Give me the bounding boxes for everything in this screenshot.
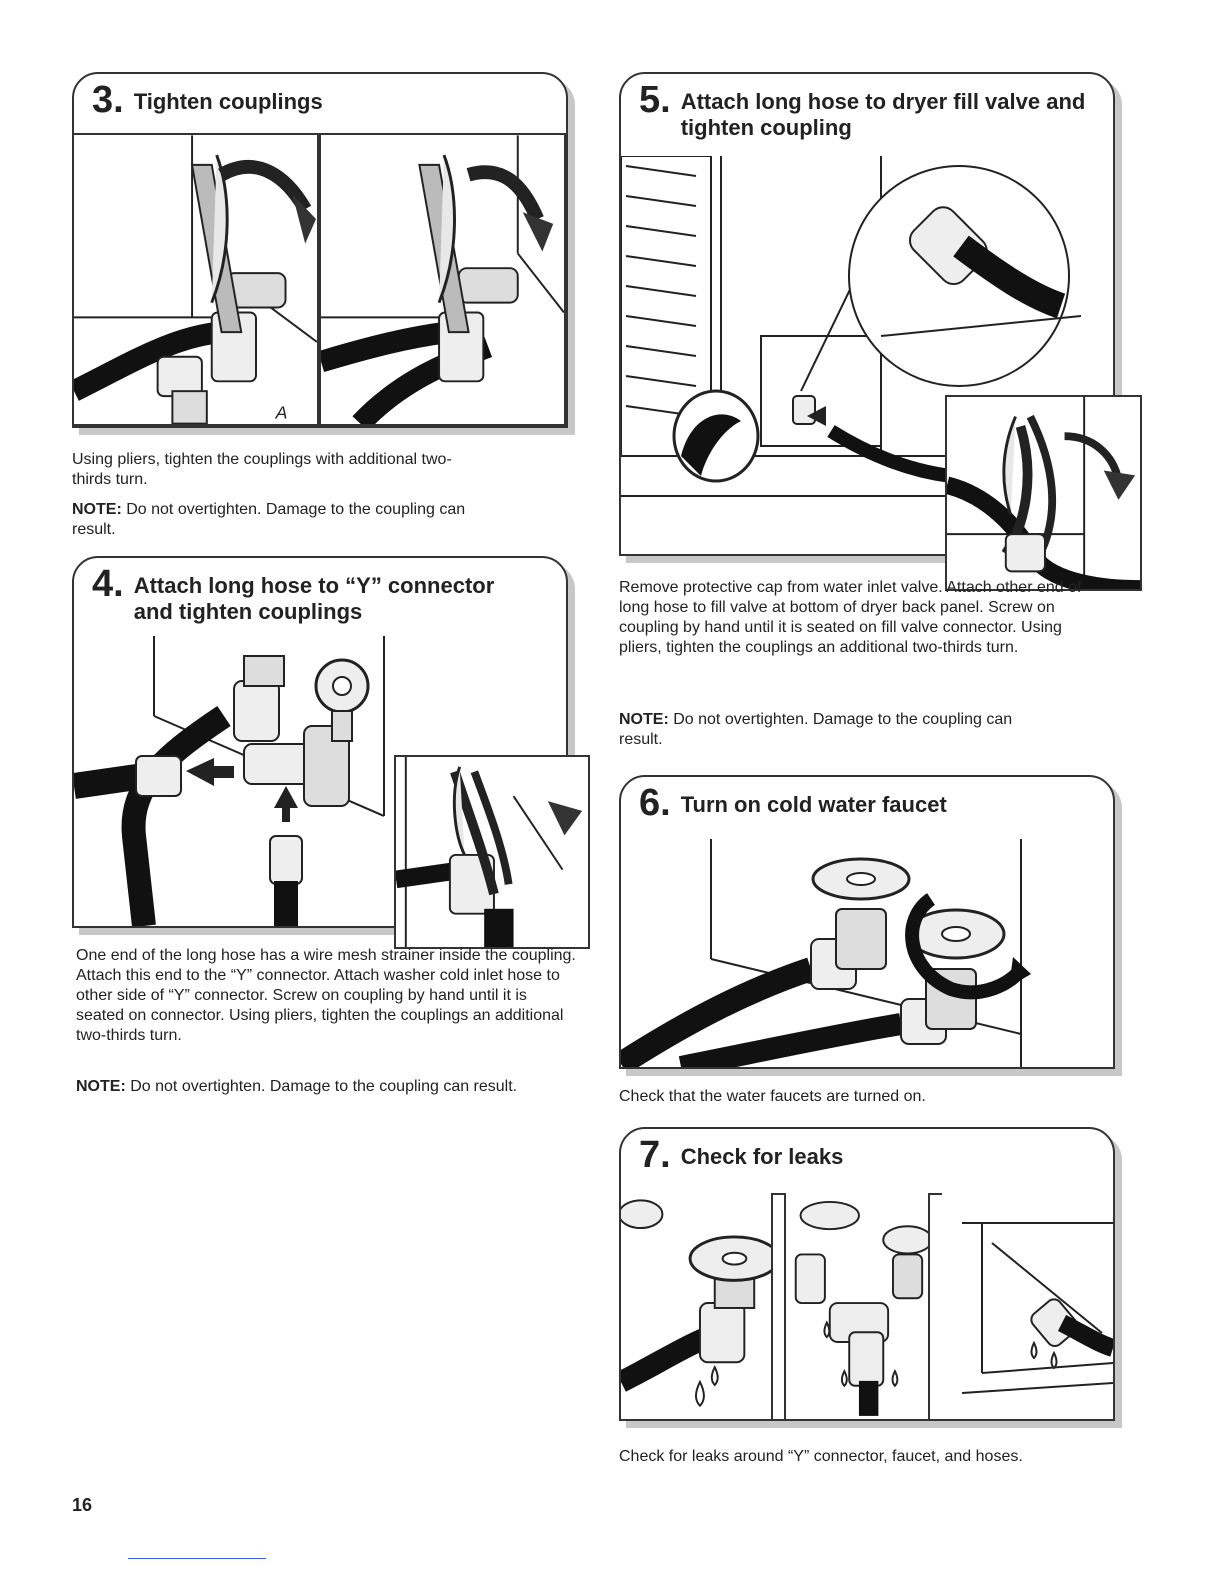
step-6-header: 6. Turn on cold water faucet <box>621 777 1113 841</box>
step-7-illustration-y-connector <box>784 1193 930 1419</box>
step-6-title: Turn on cold water faucet <box>680 792 947 817</box>
step-5-number: 5. <box>639 79 671 121</box>
step-3-body: Using pliers, tighten the couplings with… <box>72 451 452 488</box>
page-number: 16 <box>72 1495 93 1515</box>
step-3-note-text: Do not overtighten. Damage to the coupli… <box>72 501 466 538</box>
step-4-note-text: Do not overtighten. Damage to the coupli… <box>125 1078 518 1095</box>
step-7-title: Check for leaks <box>680 1144 844 1169</box>
step-5-body: Remove protective cap from water inlet v… <box>619 579 1082 656</box>
step-6-illustration <box>621 839 1113 1067</box>
step-3-illustration-right <box>319 133 566 426</box>
step-3-callout-a: A <box>275 403 288 423</box>
step-4-note: NOTE: Do not overtighten. Damage to the … <box>76 1077 596 1097</box>
step-4-note-label: NOTE: <box>76 1078 126 1095</box>
step-7-illustration-dryer-valve <box>942 1193 1113 1419</box>
step-3-header: 3. Tighten couplings <box>74 74 566 136</box>
step-3-illustration-left: A <box>72 133 319 426</box>
step-4-header: 4. Attach long hose to “Y” connector and… <box>74 558 566 638</box>
step-6-body: Check that the water faucets are turned … <box>619 1088 926 1105</box>
step-7-illustration-faucet <box>621 1193 773 1419</box>
step-4-inset-illustration <box>394 755 590 949</box>
step-5-note-text: Do not overtighten. Damage to the coupli… <box>619 711 1013 748</box>
step-4-body: One end of the long hose has a wire mesh… <box>76 947 576 1044</box>
step-4-number: 4. <box>92 563 124 605</box>
step-7-body: Check for leaks around “Y” connector, fa… <box>619 1448 1023 1465</box>
step-3-note: NOTE: Do not overtighten. Damage to the … <box>72 500 492 540</box>
step-4-title: Attach long hose to “Y” connector and ti… <box>133 573 495 624</box>
step-6-number: 6. <box>639 782 671 824</box>
step-5-title: Attach long hose to dryer fill valve and… <box>680 89 1086 140</box>
step-5-header: 5. Attach long hose to dryer fill valve … <box>621 74 1113 158</box>
step-3-title: Tighten couplings <box>133 89 323 114</box>
step-5-inset-illustration <box>945 395 1142 591</box>
step-5-note: NOTE: Do not overtighten. Damage to the … <box>619 710 1039 750</box>
step-3-note-label: NOTE: <box>72 501 122 518</box>
step-5-note-label: NOTE: <box>619 711 669 728</box>
step-7-number: 7. <box>639 1134 671 1176</box>
footer-rule <box>128 1558 266 1559</box>
step-7-header: 7. Check for leaks <box>621 1129 1113 1195</box>
step-3-number: 3. <box>92 79 124 121</box>
